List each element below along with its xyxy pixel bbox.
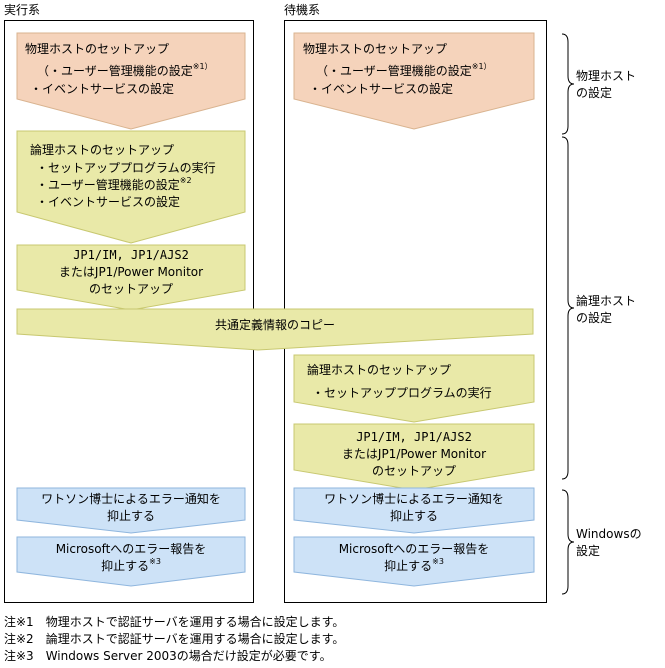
- active-microsoft-line2-text: 抑止する: [101, 559, 150, 573]
- standby-watson-shape: [293, 487, 535, 534]
- brace-logical: [561, 136, 575, 480]
- note-ref-3: ※3: [149, 557, 161, 566]
- active-system-label: 実行系: [4, 3, 41, 17]
- note-ref-3: ※3: [432, 557, 444, 566]
- active-logical-line1: ・セットアッププログラムの実行: [36, 161, 216, 175]
- brace-label-windows-line2: 設定: [576, 544, 601, 558]
- standby-system-label: 待機系: [284, 3, 321, 17]
- standby-jp1-shape: [293, 423, 535, 491]
- brace-label-logical-line2: の設定: [576, 311, 613, 325]
- standby-microsoft-line1: Microsoftへのエラー報告を: [338, 542, 490, 556]
- note-ref-1: ※1）: [192, 62, 213, 71]
- active-watson-line2: 抑止する: [106, 509, 155, 523]
- standby-jp1-line1: JP1/IM, JP1/AJS2: [356, 430, 472, 444]
- active-physical-line1-text: （・ユーザー管理機能の設定: [37, 64, 193, 78]
- brace-windows: [561, 489, 575, 595]
- active-microsoft-line1: Microsoftへのエラー報告を: [55, 542, 207, 556]
- active-logical-title: 論理ホストのセットアップ: [30, 143, 175, 157]
- active-physical-line1: （・ユーザー管理機能の設定※1）: [37, 63, 213, 80]
- footnote-1: 注※1 物理ホストで認証サーバを運用する場合に設定します。: [4, 615, 345, 629]
- brace-label-physical-line2: の設定: [576, 86, 613, 100]
- active-watson-shape: [16, 487, 246, 534]
- standby-physical-shape: [293, 32, 535, 130]
- note-ref-2: ※2: [179, 176, 192, 185]
- standby-logical-shape: [293, 354, 535, 423]
- brace-label-windows-line1: Windowsの: [576, 527, 642, 541]
- standby-physical-line1: （・ユーザー管理機能の設定※1）: [316, 63, 492, 80]
- brace-label-logical-line1: 論理ホスト: [576, 294, 637, 308]
- active-microsoft-line2: 抑止する※3: [17, 558, 245, 575]
- footnote-3: 注※3 Windows Server 2003の場合だけ設定が必要です。: [4, 649, 332, 663]
- active-logical-line2-text: ・ユーザー管理機能の設定: [36, 178, 180, 192]
- active-microsoft-shape: [16, 536, 246, 587]
- brace-label-logical: 論理ホスト の設定: [576, 293, 636, 327]
- standby-watson-line2: 抑止する: [389, 509, 438, 523]
- standby-logical-line1: ・セットアッププログラムの実行: [312, 386, 492, 400]
- standby-physical-line2: ・イベントサービスの設定: [309, 82, 454, 96]
- standby-watson-line1: ワトソン博士によるエラー通知を: [324, 492, 504, 506]
- standby-microsoft-shape: [293, 536, 535, 587]
- footnote-2: 注※2 論理ホストで認証サーバを運用する場合に設定します。: [4, 632, 345, 646]
- active-logical-shape: [16, 130, 246, 244]
- standby-microsoft-line2: 抑止する※3: [294, 558, 534, 575]
- active-logical-line3: ・イベントサービスの設定: [36, 195, 181, 209]
- active-physical-line2: ・イベントサービスの設定: [30, 82, 175, 96]
- active-logical-line2: ・ユーザー管理機能の設定※2: [36, 177, 192, 194]
- active-physical-title: 物理ホストのセットアップ: [25, 42, 170, 56]
- standby-jp1-line2: またはJP1/Power Monitor: [341, 447, 487, 461]
- standby-logical-title: 論理ホストのセットアップ: [307, 363, 452, 377]
- active-jp1-line3: のセットアップ: [88, 282, 173, 296]
- note-ref-1: ※1）: [471, 62, 492, 71]
- active-jp1-line2: またはJP1/Power Monitor: [58, 265, 204, 279]
- standby-physical-line1-text: （・ユーザー管理機能の設定: [316, 64, 472, 78]
- active-jp1-shape: [16, 244, 246, 311]
- standby-physical-title: 物理ホストのセットアップ: [303, 42, 448, 56]
- common-copy-shape: [16, 308, 534, 351]
- standby-microsoft-line2-text: 抑止する: [384, 559, 433, 573]
- brace-label-windows: Windowsの 設定: [576, 526, 642, 560]
- brace-label-physical-line1: 物理ホスト: [576, 69, 637, 83]
- brace-label-physical: 物理ホスト の設定: [576, 68, 636, 102]
- brace-physical: [561, 33, 575, 135]
- active-watson-line1: ワトソン博士によるエラー通知を: [41, 492, 221, 506]
- active-jp1-line1: JP1/IM, JP1/AJS2: [73, 248, 189, 262]
- standby-jp1-line3: のセットアップ: [371, 464, 456, 478]
- common-copy-label: 共通定義情報のコピー: [214, 318, 335, 332]
- active-physical-shape: [16, 32, 246, 130]
